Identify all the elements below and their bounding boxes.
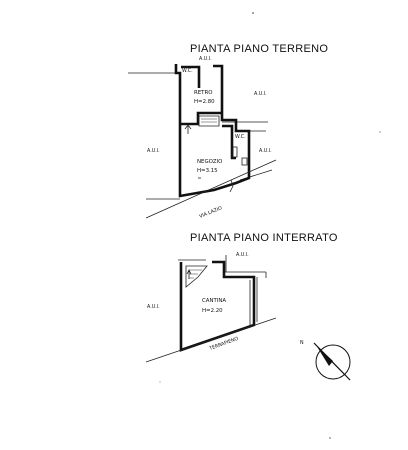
- label-au-left: A.U.I.: [147, 148, 160, 154]
- label-negozio: NEGOZIO: [197, 159, 222, 165]
- ground-floor-title: PIANTA PIANO TERRENO: [190, 43, 328, 55]
- fixture: [232, 146, 238, 158]
- label-au-right: A.U.I.: [254, 91, 267, 97]
- label-basement-au-left: A.U.I.: [147, 304, 160, 310]
- stair-box: [198, 115, 220, 127]
- street-line: [145, 159, 277, 219]
- section-mark: [229, 179, 234, 193]
- partition-wall: [181, 111, 222, 126]
- stair-arrow-icon: [186, 269, 192, 279]
- label-negozio-height: H=3.15: [197, 168, 218, 174]
- fixture: [241, 157, 248, 166]
- stair-triangle: [185, 265, 208, 288]
- north-arrow-icon: [313, 342, 351, 381]
- entry-arrow-icon: [184, 124, 192, 134]
- label-retro: RETRO: [194, 90, 212, 96]
- label-street: VIA LAZIO: [199, 205, 224, 220]
- wc-top-wall: [181, 65, 201, 88]
- label-au-right2: A.U.I.: [259, 148, 272, 154]
- wc-right-wall: [222, 124, 236, 160]
- label-au-top: A.U.I.: [199, 56, 212, 62]
- basement-title: PIANTA PIANO INTERRATO: [190, 232, 338, 244]
- label-cantina-height: H=2.20: [202, 308, 223, 314]
- north-label: N: [300, 340, 304, 346]
- label-wc-right: W.C.: [235, 134, 246, 140]
- label-wc-top: W.C.: [182, 68, 193, 74]
- label-cantina: CANTINA: [202, 298, 226, 304]
- terrapieno-line: [145, 317, 277, 363]
- label-basement-au-top: A.U.I.: [236, 252, 249, 258]
- basement-outer-wall: [179, 260, 256, 352]
- label-retro-height: H=2.80: [194, 99, 215, 105]
- ground-floor-outer-wall: [174, 64, 251, 198]
